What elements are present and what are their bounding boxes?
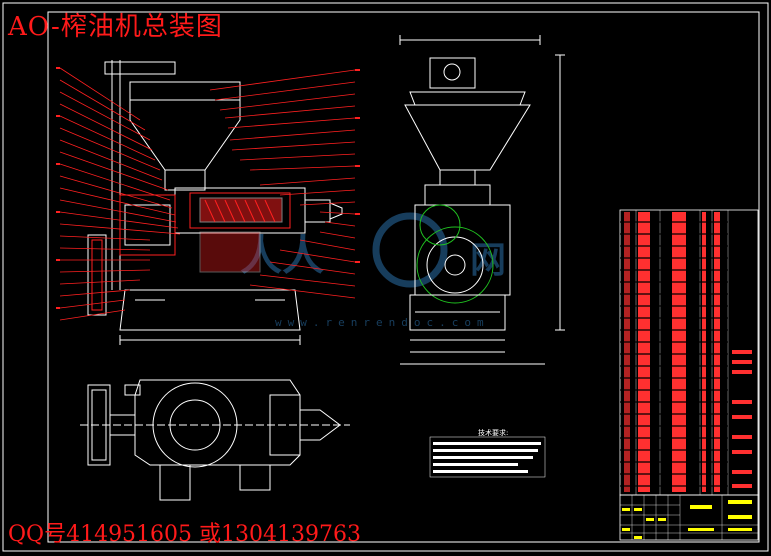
front-section-view bbox=[87, 60, 343, 345]
svg-text:人人: 人人 bbox=[240, 231, 324, 280]
parts-list-table bbox=[619, 209, 759, 496]
part-callouts-left bbox=[59, 67, 181, 321]
watermark-logo: 人人 网 www.renrendoc.com bbox=[240, 212, 506, 329]
top-view bbox=[80, 379, 350, 501]
drawing-inner-frame bbox=[47, 11, 760, 543]
contact-text: QQ号414951605 或1304139763 bbox=[8, 522, 362, 547]
technical-notes-title: 技术要求: bbox=[478, 429, 509, 437]
drawing-title: AO-榨油机总装图 bbox=[8, 12, 223, 42]
side-view bbox=[399, 35, 565, 365]
svg-text:www.renrendoc.com: www.renrendoc.com bbox=[275, 316, 490, 329]
part-callouts-right bbox=[209, 69, 356, 299]
title-block bbox=[619, 494, 759, 541]
callout-markers bbox=[56, 67, 360, 309]
technical-notes bbox=[429, 436, 546, 478]
